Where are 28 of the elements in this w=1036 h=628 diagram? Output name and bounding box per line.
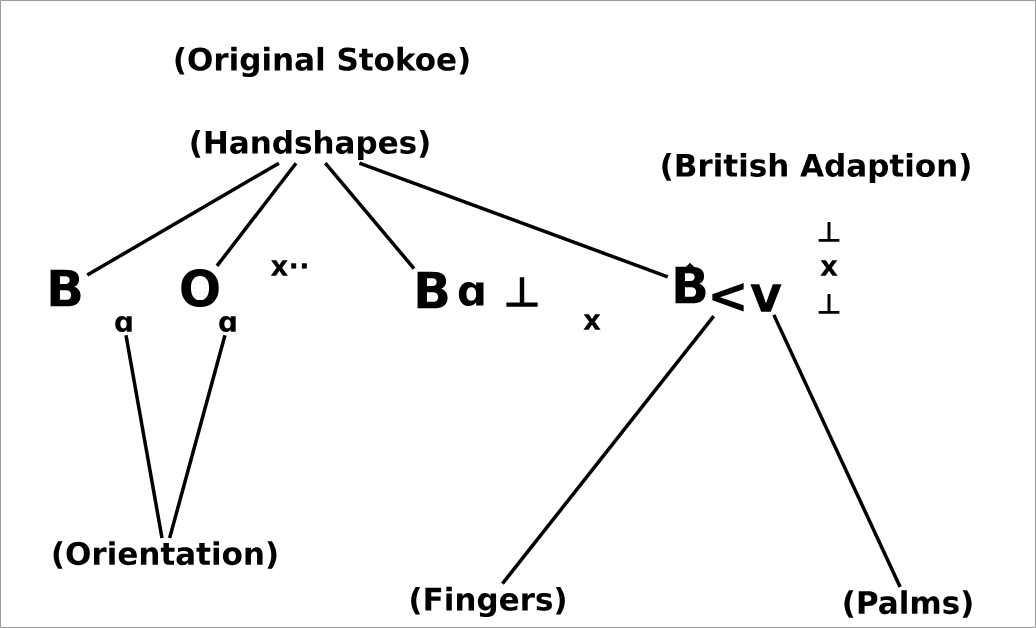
connector-line <box>215 162 298 267</box>
heading-label: (Fingers) <box>411 586 565 618</box>
notation-subscript: ɑ <box>115 315 132 333</box>
heading-label: (British Adaption) <box>662 153 970 183</box>
heading-label: (Original Stokoe) <box>175 46 469 78</box>
notation-symbol: v <box>750 284 782 312</box>
notation-symbol: ⊥ <box>818 222 840 242</box>
connector-line <box>323 162 416 270</box>
notation-symbol: B <box>50 269 81 307</box>
notation-symbol: ɑ <box>458 281 484 307</box>
notation-symbol: x <box>820 260 838 276</box>
connector-line <box>86 161 280 277</box>
notation-symbol: x·· <box>270 260 307 276</box>
notation-symbol: O <box>181 269 219 307</box>
connector-line <box>167 334 227 539</box>
heading-label: (Palms) <box>844 590 972 618</box>
connector-line <box>501 315 716 585</box>
notation-symbol: < <box>712 283 744 312</box>
connector-line <box>772 314 902 588</box>
connector-line <box>358 161 669 279</box>
heading-label: (Orientation) <box>53 541 277 569</box>
notation-subscript: ɑ <box>219 315 236 333</box>
heading-label: (Handshapes) <box>191 130 429 160</box>
connector-line <box>124 334 164 539</box>
notation-symbol: B <box>417 271 448 309</box>
notation-symbol: ⊥ <box>818 294 840 314</box>
notation-symbol: ⊥ <box>506 277 538 307</box>
notation-symbol: x <box>583 314 601 330</box>
